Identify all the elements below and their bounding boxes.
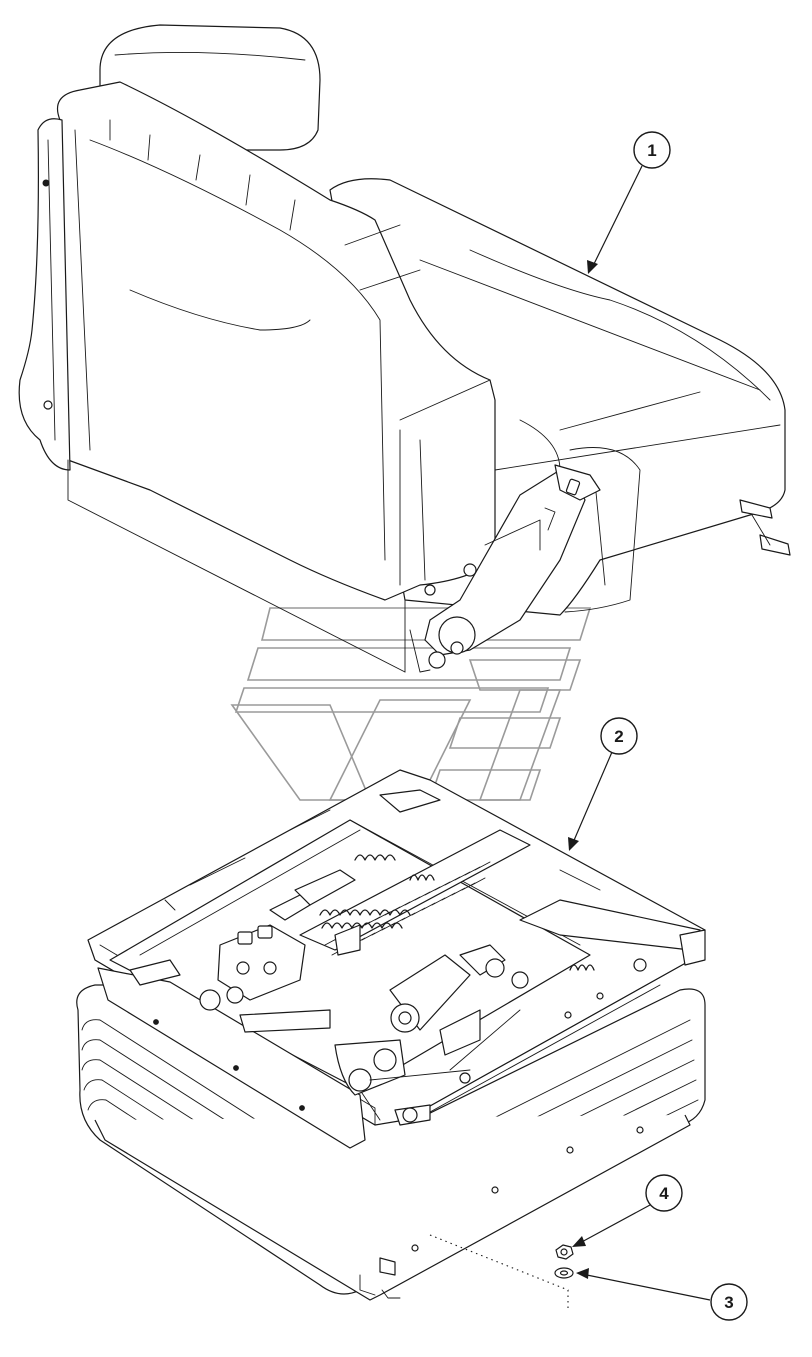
suspension-assembly [76, 769, 706, 1301]
callout-3-label: 3 [724, 1293, 733, 1312]
callout-2-label: 2 [614, 727, 623, 746]
callout-4: 4 [572, 1174, 683, 1247]
hardware [429, 1234, 574, 1312]
motor [389, 944, 529, 1056]
callout-3: 3 [576, 1268, 748, 1321]
callout-1: 1 [587, 131, 671, 274]
callout-4-label: 4 [659, 1184, 669, 1203]
callout-2: 2 [568, 717, 638, 851]
seat-assembly [18, 24, 791, 673]
callout-1-label: 1 [647, 141, 656, 160]
rollers [334, 1009, 521, 1096]
height-adjuster [199, 869, 361, 1033]
watermark-logo [230, 607, 592, 801]
springs [319, 854, 595, 971]
